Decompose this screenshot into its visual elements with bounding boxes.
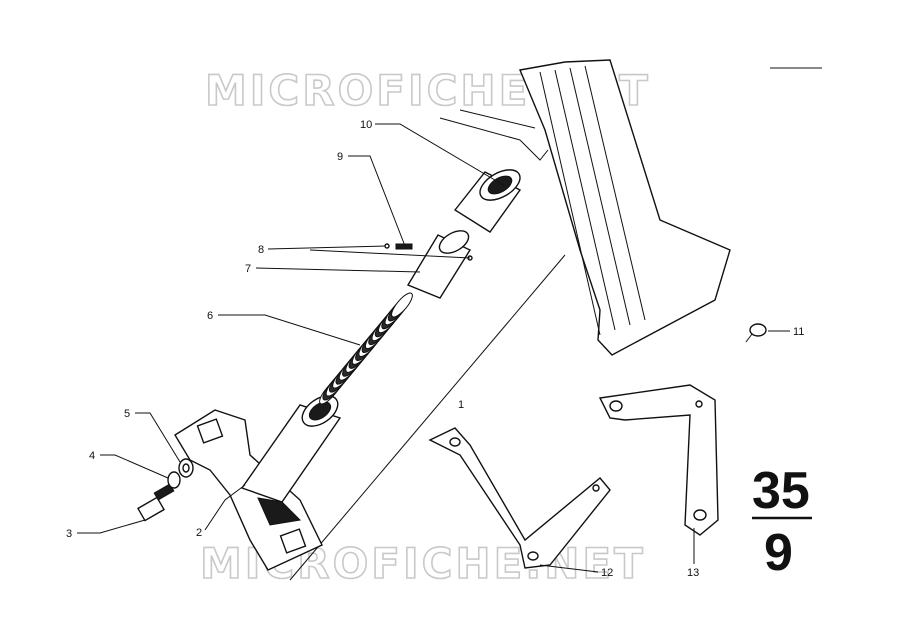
clip-11 — [745, 323, 767, 343]
callout-9: 9 — [337, 151, 343, 163]
callout-7: 7 — [245, 263, 251, 275]
reference-line-1 — [289, 254, 566, 581]
callout-11: 11 — [793, 326, 804, 338]
callout-13: 13 — [687, 567, 699, 579]
hex-screw — [137, 483, 175, 522]
spring — [319, 292, 413, 405]
callout-12: 12 — [601, 567, 613, 579]
spring-coil — [391, 292, 413, 318]
callout-8: 8 — [258, 244, 264, 256]
sleeve — [406, 230, 472, 299]
page-number: 35 9 — [752, 462, 812, 582]
page-number-section: 35 — [752, 462, 810, 520]
page-number-sheet: 9 — [764, 524, 793, 582]
callout-1: 1 — [458, 399, 464, 411]
callout-3: 3 — [66, 528, 72, 540]
nut — [178, 458, 194, 478]
callout-5: 5 — [124, 408, 130, 420]
lever-12 — [428, 427, 611, 569]
accelerator-pedal — [439, 59, 731, 356]
rubber-cap — [453, 169, 522, 233]
guide-tube — [240, 395, 342, 526]
callout-6: 6 — [207, 310, 213, 322]
callout-2: 2 — [196, 527, 202, 539]
washer — [167, 471, 181, 489]
leader-lines — [77, 123, 790, 573]
callout-10: 10 — [360, 119, 372, 131]
callout-4: 4 — [89, 450, 95, 462]
bracket-13 — [598, 384, 719, 536]
